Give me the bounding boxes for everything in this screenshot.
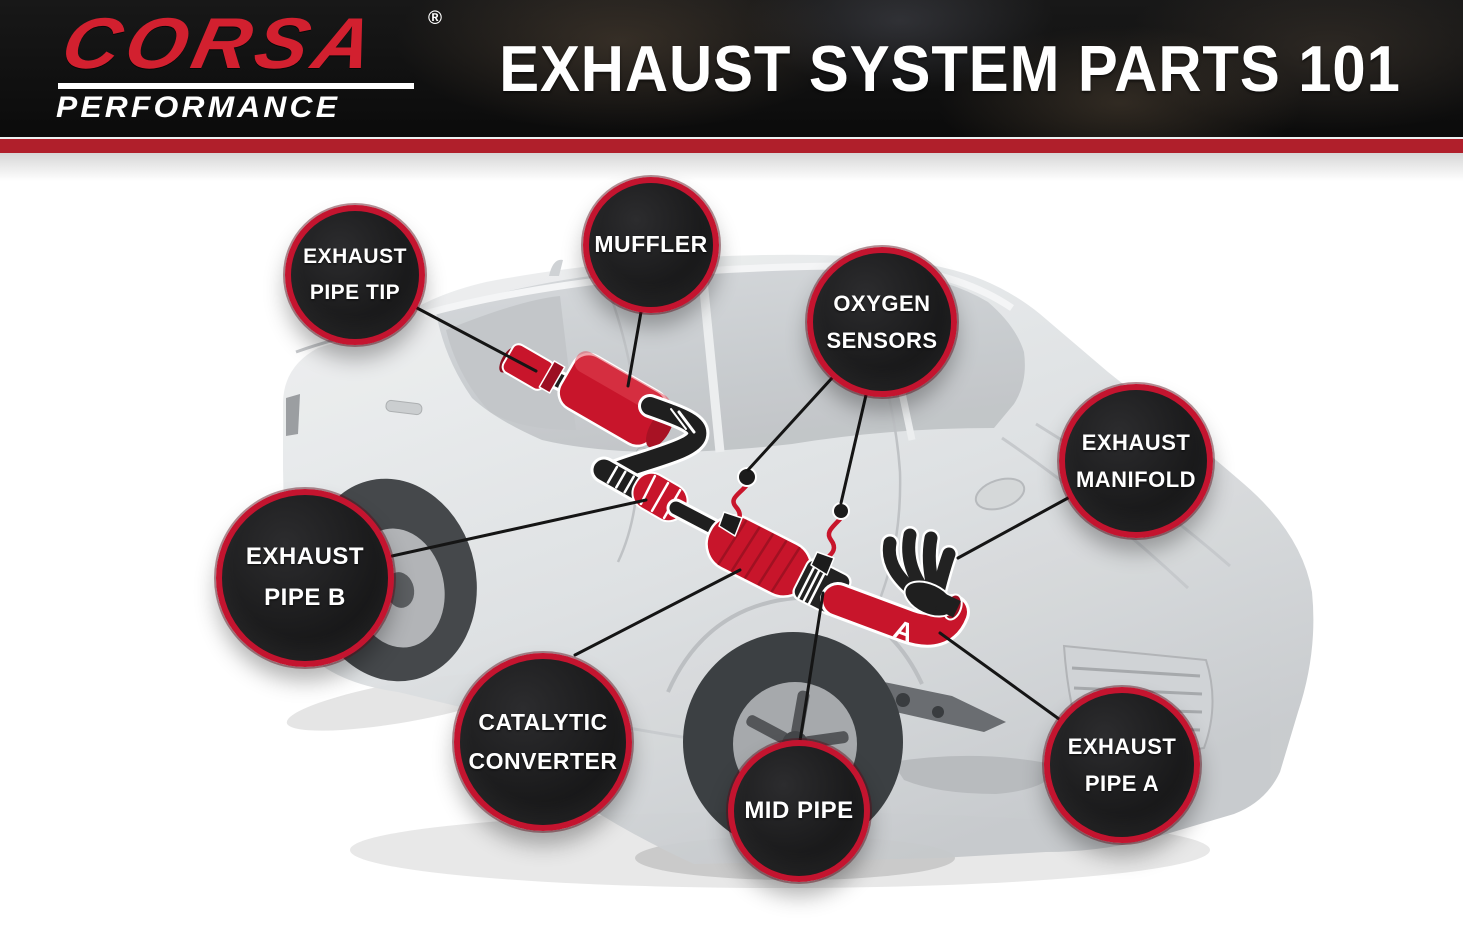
exhaust-manifold-part [880,526,961,618]
page-title: EXHAUST SYSTEM PARTS 101 [498,32,1401,105]
fog-light-strip [892,755,1062,794]
roof-highlight [423,262,1014,318]
brand-underline [58,83,414,89]
side-mirror [974,477,1026,511]
connector-lines [390,306,1070,743]
badge-label: EXHAUST [245,543,365,571]
connector-line-exhaust-manifold [956,496,1070,560]
connector-line-exhaust-pipe-b [390,498,648,558]
badge-exhaust-manifold: EXHAUST MANIFOLD [1059,384,1213,538]
connector-line-oxygen-sensor-2 [839,393,868,505]
badge-label: EXHAUST [303,245,407,269]
oxygen-sensor-1 [718,467,757,537]
connector-line-exhaust-pipe-a [938,631,1061,721]
badge-label: CONVERTER [468,748,618,774]
registered-trademark-mark: ® [428,8,442,29]
header-banner: CORSA ® PERFORMANCE EXHAUST SYSTEM PARTS… [0,0,1463,137]
brand-logo: CORSA ® PERFORMANCE [55,4,442,124]
badge-label: PIPE B [264,584,346,611]
connector-line-exhaust-pipe-tip [415,306,538,373]
brand-subtitle: PERFORMANCE [56,91,341,124]
badge-label: OXYGEN [833,290,931,316]
connector-line-catalytic-converter [573,568,742,657]
headlight-lamp-1 [896,693,910,707]
badge-label: PIPE A [1084,771,1160,796]
badge-exhaust-pipe-a: EXHAUST PIPE A [1044,687,1200,843]
badge-label: MANIFOLD [1075,467,1197,492]
red-accent-stripe [0,137,1463,153]
taillight [286,394,300,436]
oxygen-sensor-2 [810,502,850,576]
badge-exhaust-pipe-b: EXHAUST PIPE B [216,489,394,667]
badge-mid-pipe: MID PIPE [728,740,870,882]
pipe-b-ring-1 [677,410,696,434]
b-pillar [697,269,725,453]
badge-label: EXHAUST [1067,733,1177,759]
brand-wordmark: CORSA [55,4,386,84]
badge-muffler: MUFFLER [583,177,719,313]
mid-link-pipe [669,501,725,537]
catalytic-converter-ribs [717,519,801,593]
badge-oxygen-sensors: OXYGEN SENSORS [807,247,957,397]
pipe-b-ring-2 [670,408,687,430]
badge-exhaust-pipe-tip: EXHAUST PIPE TIP [285,205,425,345]
connector-line-oxygen-sensor-1 [746,376,834,472]
connector-line-muffler [626,310,643,388]
door-handle-rear [385,399,423,416]
badge-label: MID PIPE [744,796,854,824]
antenna-fin [549,259,563,276]
badge-label: SENSORS [826,328,938,353]
badge-label: CATALYTIC [478,708,608,735]
stripe-drop-shadow [0,153,1463,181]
badge-label: EXHAUST [1081,429,1191,455]
badge-label: PIPE TIP [309,281,401,304]
badge-catalytic-converter: CATALYTIC CONVERTER [454,653,632,831]
exhaust-pipe-tip-collar [538,360,566,394]
headlight-lamp-2 [932,706,944,718]
connector-line-mid-pipe [798,591,825,743]
exhaust-assembly: A [499,343,970,648]
badge-label: MUFFLER [594,231,708,258]
